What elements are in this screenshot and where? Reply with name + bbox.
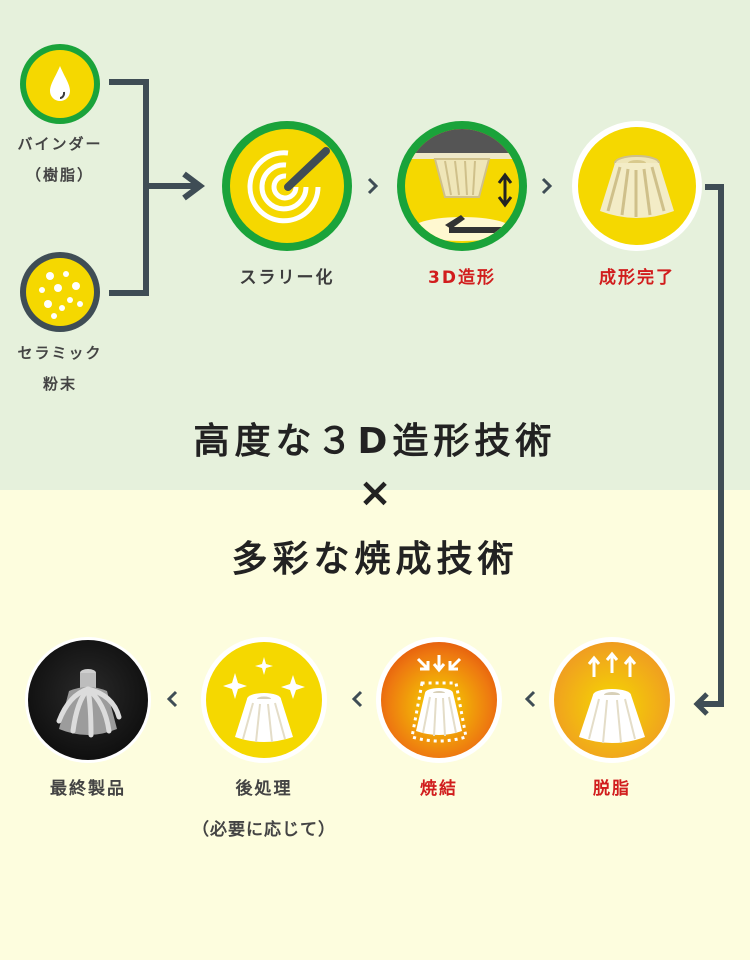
3d-printing-label: 3D造形 <box>428 268 496 288</box>
powder-dots-icon <box>39 271 83 319</box>
final-product-step-circle <box>25 637 151 763</box>
headline-times: × <box>358 470 392 516</box>
input-bracket <box>109 79 149 296</box>
binder-label-line1: バインダー <box>17 135 103 153</box>
final-product-impeller-icon <box>56 669 122 738</box>
sintering-icon <box>410 655 468 743</box>
formed-label: 成形完了 <box>599 268 675 288</box>
debinding-icon <box>579 651 645 744</box>
ceramic-label-line2: 粉末 <box>42 375 78 393</box>
debinding-step-circle <box>549 637 675 763</box>
bracket-arrowhead <box>182 171 205 201</box>
slurry-mixing-icon <box>247 147 330 224</box>
binder-label: バインダー （樹脂） <box>17 129 102 191</box>
formed-step-circle <box>572 121 702 251</box>
chevron-left-icon <box>166 690 178 712</box>
debinding-label: 脱脂 <box>593 779 631 799</box>
slurry-label: スラリー化 <box>239 268 335 288</box>
3d-printing-step-circle <box>397 121 527 251</box>
post-processing-sublabel: （必要に応じて） <box>192 820 336 840</box>
sintering-step-circle <box>376 637 502 763</box>
headline-line2: 多彩な焼成技術 <box>231 539 519 580</box>
final-product-label: 最終製品 <box>50 779 126 799</box>
post-processing-sparkle-icon <box>223 657 305 743</box>
right-return-line <box>697 184 724 707</box>
post-processing-step-circle <box>201 637 327 763</box>
slurry-step-circle <box>222 121 352 251</box>
formed-part-icon <box>600 155 674 218</box>
droplet-icon <box>50 66 70 101</box>
chevron-left-icon <box>351 690 363 712</box>
headline-line1: 高度な３D造形技術 <box>193 421 557 462</box>
ceramic-label-line1: セラミック <box>17 344 103 362</box>
sintering-label: 焼結 <box>420 779 458 799</box>
3d-printer-icon <box>405 129 519 241</box>
post-processing-label: 後処理 <box>235 779 293 799</box>
return-arrowhead <box>693 692 709 716</box>
chevron-right-icon <box>541 177 553 199</box>
ceramic-powder-circle <box>20 252 100 332</box>
ceramic-label: セラミック 粉末 <box>17 338 102 400</box>
binder-circle <box>20 44 100 124</box>
chevron-left-icon <box>524 690 536 712</box>
chevron-right-icon <box>367 177 379 199</box>
binder-label-line2: （樹脂） <box>25 166 95 184</box>
